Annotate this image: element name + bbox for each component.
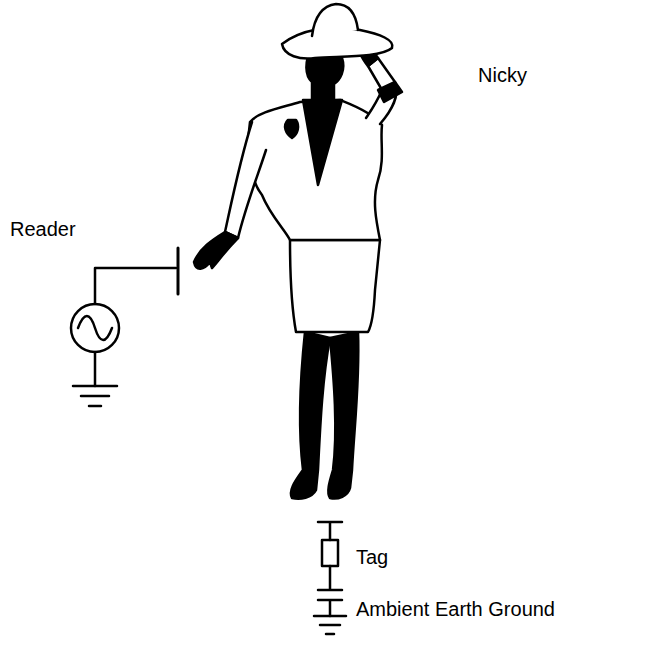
ground-symbol (73, 386, 117, 406)
reader-label: Reader (10, 218, 76, 240)
sine-symbol (78, 316, 112, 340)
hat-crown (312, 4, 358, 36)
left-glove (194, 232, 238, 269)
person-name: Nicky (478, 64, 527, 86)
person-figure (194, 4, 402, 499)
dress-top (249, 100, 383, 240)
ac-source-symbol (71, 304, 119, 352)
ground-plate (318, 600, 342, 616)
tag-lower-plate (318, 566, 342, 590)
right-boot (328, 332, 358, 499)
reader-electrode (177, 248, 180, 294)
left-arm (225, 122, 266, 238)
tag-coupling-plate (318, 522, 342, 540)
tag-symbol (322, 540, 338, 566)
neckline (303, 100, 342, 185)
ground-wire (94, 352, 97, 386)
tag-circuit (314, 522, 346, 634)
ground-label: Ambient Earth Ground (356, 598, 555, 620)
left-boot (291, 332, 330, 499)
brooch (285, 120, 298, 138)
tag-label: Tag (356, 546, 388, 568)
skirt (290, 240, 380, 332)
reader-wire (95, 268, 176, 304)
reader-circuit (71, 248, 178, 406)
earth-ground-symbol (314, 616, 346, 634)
